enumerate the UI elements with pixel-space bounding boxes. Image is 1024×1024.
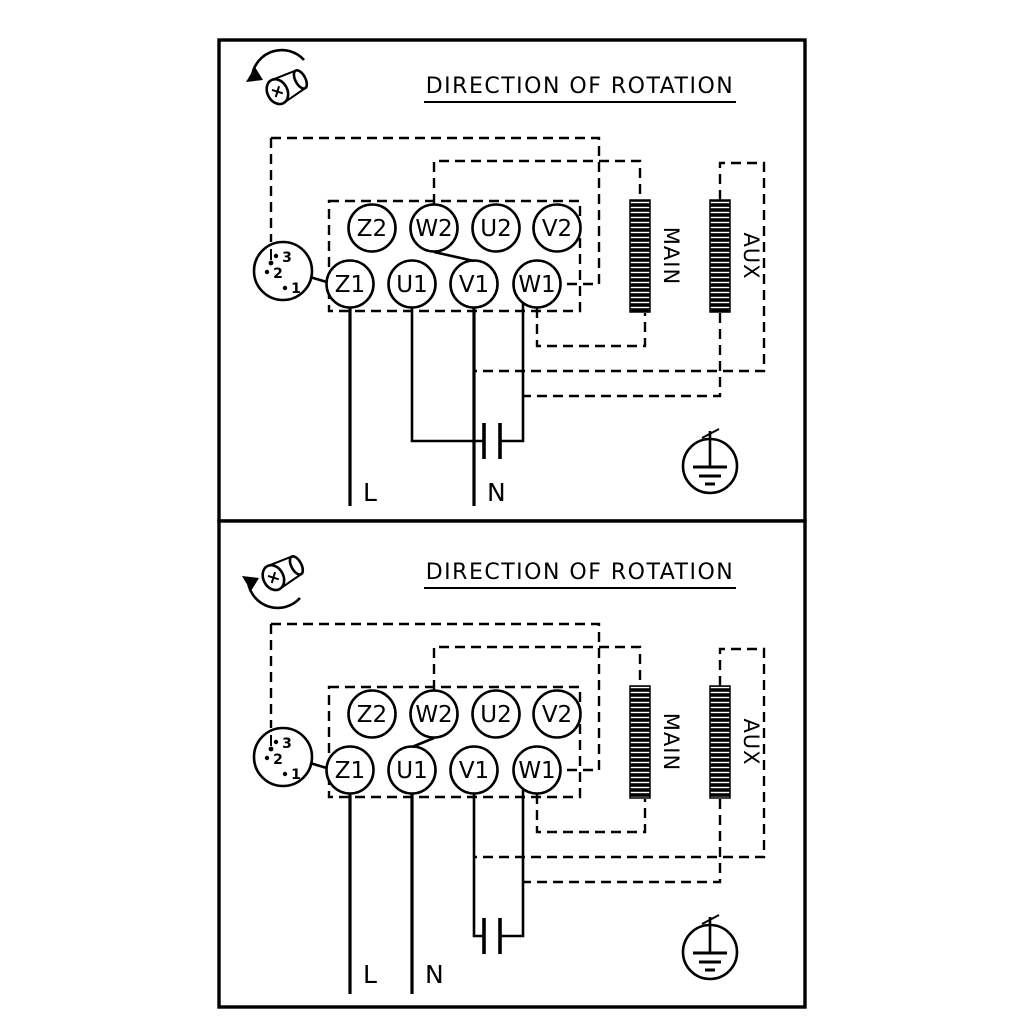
rotation-icon-cw (242, 554, 305, 610)
rotation-icon-ccw (246, 48, 309, 106)
terminal-z2: Z2 (347, 203, 397, 253)
rotation-arrowhead-icon (242, 576, 259, 591)
page-title: DIRECTION OF ROTATION (426, 74, 735, 99)
main-winding (629, 199, 651, 313)
main-winding-label: MAIN (659, 713, 683, 771)
aux-winding (709, 199, 731, 313)
terminal-u2-label: U2 (480, 702, 511, 728)
terminal-u2: U2 (471, 689, 521, 739)
winding-connection-wiring (269, 622, 766, 884)
selector-dial (252, 240, 314, 302)
motor-shaft-icon (265, 68, 309, 106)
terminal-z1: Z1 (325, 259, 375, 309)
selector-position-2: 2 (273, 266, 283, 282)
terminal-z1-label: Z1 (335, 758, 365, 784)
line-label: L (363, 960, 377, 989)
terminal-u1-label: U1 (396, 272, 427, 298)
terminal-u1-label: U1 (396, 758, 427, 784)
motor-shaft-icon (261, 554, 305, 592)
terminal-w1-label: W1 (518, 758, 555, 784)
terminal-block-outline (327, 199, 582, 313)
terminal-w2-label: W2 (415, 216, 452, 242)
terminal-u1: U1 (387, 259, 437, 309)
aux-winding-label: AUX (739, 232, 763, 279)
selector-position-3: 3 (282, 250, 292, 266)
rotation-arrow (246, 581, 301, 610)
selector-position-1: 1 (291, 767, 301, 783)
terminal-w1-label: W1 (518, 272, 555, 298)
rotation-arrowhead-icon (246, 67, 263, 82)
terminal-z2-label: Z2 (357, 216, 387, 242)
terminal-v2-label: V2 (542, 702, 572, 728)
page-title: DIRECTION OF ROTATION (426, 560, 735, 585)
terminal-w2: W2 (409, 203, 459, 253)
main-winding-label: MAIN (659, 227, 683, 285)
terminal-v2-label: V2 (542, 216, 572, 242)
earth-ground-icon (681, 914, 739, 981)
terminal-w1: W1 (512, 745, 562, 795)
neutral-label: N (425, 960, 444, 989)
line-label: L (363, 478, 377, 507)
neutral-label: N (487, 478, 506, 507)
terminal-z2: Z2 (347, 689, 397, 739)
capacitor-circuit (410, 302, 525, 459)
terminal-z2-label: Z2 (357, 702, 387, 728)
terminal-z1: Z1 (325, 745, 375, 795)
terminal-v2: V2 (532, 689, 582, 739)
bottom-panel: DIRECTION OF ROTATION 3 2 (217, 519, 807, 1009)
terminal-v1: V1 (449, 259, 499, 309)
selector-position-3: 3 (282, 736, 292, 752)
terminal-block-outline (327, 685, 582, 799)
terminal-v1-label: V1 (459, 758, 489, 784)
terminal-z1-label: Z1 (335, 272, 365, 298)
rotation-arrow (250, 48, 305, 77)
terminal-w2-label: W2 (415, 702, 452, 728)
terminal-u1: U1 (387, 745, 437, 795)
terminal-u2: U2 (471, 203, 521, 253)
speed-selector-switch: 3 2 1 (252, 726, 331, 788)
terminal-v2: V2 (532, 203, 582, 253)
top-panel: DIRECTION OF ROTATION 3 2 (217, 38, 807, 523)
capacitor-circuit (472, 790, 525, 954)
w2-to-u1-link-wire (411, 736, 435, 749)
aux-winding (709, 685, 731, 799)
terminal-v1: V1 (449, 745, 499, 795)
aux-winding-label: AUX (739, 718, 763, 765)
selector-position-2: 2 (273, 752, 283, 768)
terminal-w1: W1 (512, 259, 562, 309)
winding-connection-wiring (269, 136, 766, 398)
terminal-w2: W2 (409, 689, 459, 739)
speed-selector-switch: 3 2 1 (252, 240, 331, 302)
w2-to-v1-link-wire (433, 250, 475, 263)
terminal-v1-label: V1 (459, 272, 489, 298)
earth-ground-icon (681, 428, 739, 495)
terminal-u2-label: U2 (480, 216, 511, 242)
selector-position-1: 1 (291, 281, 301, 297)
main-winding (629, 685, 651, 799)
selector-dial (252, 726, 314, 788)
